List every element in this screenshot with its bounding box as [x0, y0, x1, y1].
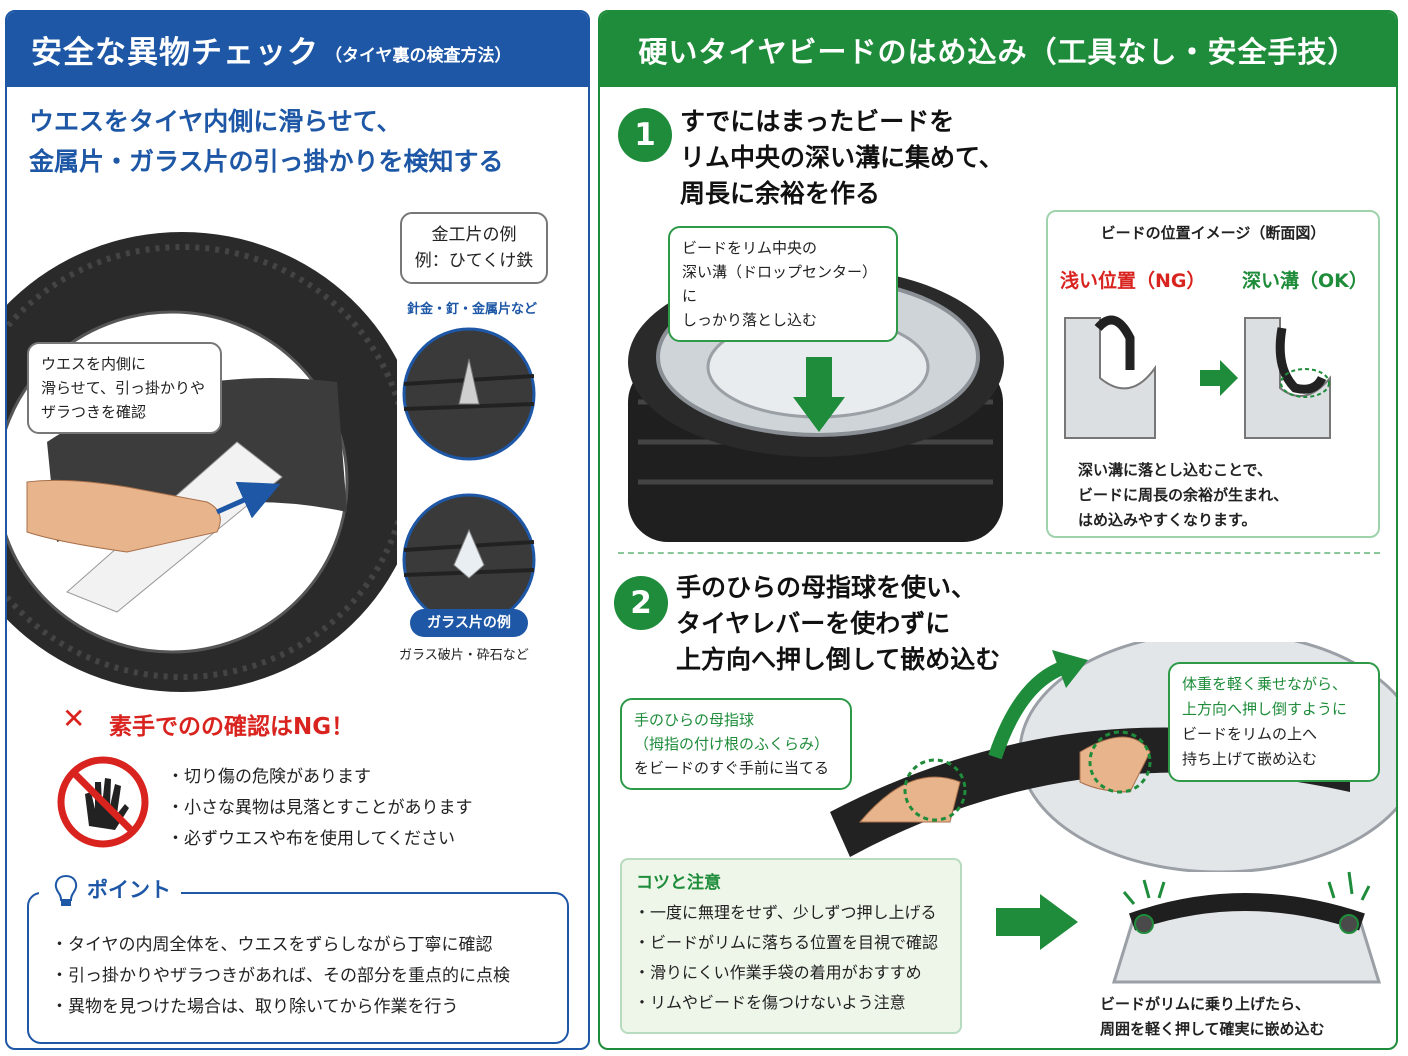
- bubble1-line: ビードをリム中央の: [682, 239, 818, 257]
- callout-line: 上方向へ押し倒すように: [1182, 700, 1348, 718]
- step2-number: 2: [614, 576, 668, 630]
- callout-line: ビードをリムの上へ: [1182, 725, 1318, 743]
- ok-position-label: 深い溝（OK）: [1242, 270, 1368, 292]
- bubble-line: ザラつきを確認: [41, 403, 147, 421]
- bubble1-line: しっかり落とし込む: [682, 311, 818, 329]
- right-header: 硬いタイヤビードのはめ込み（工具なし・安全手技）: [600, 12, 1396, 87]
- step1-number: 1: [618, 108, 672, 162]
- bubble-line: 滑らせて、引っ掛かりや: [41, 379, 205, 397]
- foreign-object-check-panel: 安全な異物チェック （タイヤ裏の検査方法） ウエスをタイヤ内側に滑らせて、 金属…: [5, 10, 590, 1050]
- tip-item: ・一度に無理をせず、少しずつ押し上げる: [634, 903, 937, 922]
- tip-item: ・ビードがリムに落ちる位置を目視で確認: [634, 933, 939, 952]
- metal-fragment-closeup: [402, 327, 536, 461]
- thumb-callout: 手のひらの母指球 （拇指の付け根のふくらみ） をビードのすぐ手前に当てる: [620, 698, 852, 790]
- callout-line: 手のひらの母指球: [634, 711, 755, 729]
- point-item: ・異物を見つけた場合は、取り除いてから作業を行う: [51, 997, 459, 1017]
- point-heading: ポイント: [39, 870, 181, 908]
- metal-box-line: 金工片の例: [431, 225, 517, 245]
- step1-line: すでにはまったビードを: [680, 107, 955, 136]
- seated-bead-illustration: [1111, 871, 1382, 984]
- ng-list: ・切り傷の危険があります ・小さな異物は見落とすことがあります ・必ずウエスや布…: [167, 762, 473, 855]
- bead-seating-panel: 硬いタイヤビードのはめ込み（工具なし・安全手技） 1 すでにはまったビードを リ…: [598, 10, 1398, 1050]
- big-arrow-right-icon: [996, 894, 1078, 950]
- point-box: [27, 892, 569, 1044]
- ng-title: 素手でのの確認はNG！: [109, 714, 355, 740]
- step-divider: [618, 552, 1380, 554]
- bubble1-line: 深い溝（ドロップセンター）に: [682, 263, 878, 305]
- left-lead: ウエスをタイヤ内側に滑らせて、 金属片・ガラス片の引っ掛かりを検知する: [29, 102, 504, 182]
- bead-cross-section-diagram: [1064, 315, 1331, 439]
- left-subtitle: （タイヤ裏の検査方法）: [325, 46, 512, 66]
- no-bare-hands-icon: [57, 756, 149, 848]
- glass-caption: ガラス破片・砕石など: [399, 648, 529, 663]
- step1-text: すでにはまったビードを リム中央の深い溝に集めて、 周長に余裕を作る: [680, 104, 1004, 212]
- bubble-line: ウエスを内側に: [41, 355, 147, 373]
- inspection-bubble: ウエスを内側に 滑らせて、引っ掛かりや ザラつきを確認: [27, 342, 222, 434]
- push-callout: 体重を軽く乗せながら、 上方向へ押し倒すように ビードをリムの上へ 持ち上げて嵌…: [1168, 662, 1380, 782]
- lightbulb-icon: [54, 874, 78, 906]
- glass-label: ガラス片の例: [410, 609, 528, 637]
- cross-section-note: 深い溝に落とし込むことで、 ビードに周長の余裕が生まれ、 はめ込みやすくなります…: [1078, 458, 1288, 533]
- right-title: 硬いタイヤビードのはめ込み（工具なし・安全手技）: [638, 34, 1358, 69]
- lead-line: 金属片・ガラス片の引っ掛かりを検知する: [29, 147, 504, 176]
- metal-box-line: 例：ひてくけ鉄: [414, 251, 534, 271]
- callout-line: （拇指の付け根のふくらみ）: [634, 735, 830, 753]
- tips-title: コツと注意: [636, 873, 721, 893]
- callout-line: 体重を軽く乗せながら、: [1182, 675, 1348, 693]
- callout-line: をビードのすぐ手前に当てる: [634, 759, 830, 777]
- ng-item: ・小さな異物は見落とすことがあります: [167, 798, 473, 818]
- ng-item: ・必ずウエスや布を使用してください: [167, 829, 455, 849]
- step2-line: 上方向へ押し倒して嵌め込む: [676, 645, 1001, 674]
- drop-center-bubble: ビードをリム中央の 深い溝（ドロップセンター）に しっかり落とし込む: [668, 226, 898, 342]
- hand: [26, 479, 221, 553]
- note-line: 深い溝に落とし込むことで、: [1078, 461, 1272, 479]
- point-title: ポイント: [87, 878, 171, 902]
- metal-example-box: 金工片の例 例：ひてくけ鉄: [400, 212, 548, 284]
- point-item: ・引っ掛かりやザラつきがあれば、その部分を重点的に点検: [51, 966, 510, 986]
- callout-line: 持ち上げて嵌め込む: [1182, 750, 1318, 768]
- point-item: ・タイヤの内周全体を、ウエスをずらしながら丁寧に確認: [51, 935, 493, 955]
- left-header: 安全な異物チェック （タイヤ裏の検査方法）: [7, 12, 588, 87]
- note-line: はめ込みやすくなります。: [1078, 511, 1257, 529]
- step2-text: 手のひらの母指球を使い、 タイヤレバーを使わずに 上方向へ押し倒して嵌め込む: [676, 570, 1000, 678]
- metal-caption: 針金・釘・金属片など: [407, 302, 538, 317]
- cross-section-title: ビードの位置イメージ（断面図）: [1100, 224, 1326, 242]
- final-line: 周囲を軽く押して確実に嵌め込む: [1100, 1020, 1325, 1038]
- tip-item: ・リムやビードを傷つけないよう注意: [634, 993, 906, 1012]
- arrow-right-icon: [1200, 360, 1238, 396]
- left-title: 安全な異物チェック: [31, 35, 319, 71]
- ng-position-label: 浅い位置（NG）: [1060, 270, 1206, 292]
- step2-line: タイヤレバーを使わずに: [676, 609, 951, 638]
- final-note: ビードがリムに乗り上げたら、 周囲を軽く押して確実に嵌め込む: [1100, 992, 1325, 1042]
- step1-line: 周長に余裕を作る: [680, 179, 881, 208]
- tips-list: ・一度に無理をせず、少しずつ押し上げる ・ビードがリムに落ちる位置を目視で確認 …: [634, 898, 938, 1018]
- ng-cross-icon: ✕: [62, 702, 86, 735]
- note-line: ビードに周長の余裕が生まれ、: [1078, 486, 1289, 504]
- final-line: ビードがリムに乗り上げたら、: [1100, 995, 1311, 1013]
- point-list: ・タイヤの内周全体を、ウエスをずらしながら丁寧に確認 ・引っ掛かりやザラつきがあ…: [51, 930, 510, 1023]
- step2-line: 手のひらの母指球を使い、: [676, 573, 977, 602]
- tire-inspection-illustration: [7, 232, 397, 692]
- lead-line: ウエスをタイヤ内側に滑らせて、: [29, 107, 402, 136]
- tip-item: ・滑りにくい作業手袋の着用がおすすめ: [634, 963, 922, 982]
- step1-line: リム中央の深い溝に集めて、: [680, 143, 1004, 172]
- tips-box: [620, 858, 962, 1034]
- cross-section-box: [1046, 210, 1380, 538]
- ng-item: ・切り傷の危険があります: [167, 767, 371, 787]
